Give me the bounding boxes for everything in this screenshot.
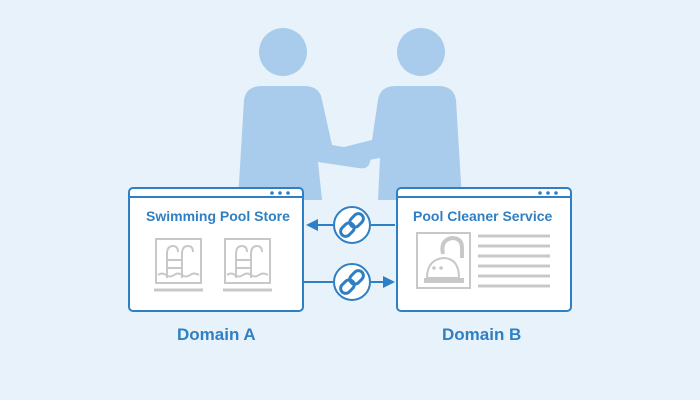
domain-b-label: Domain B bbox=[442, 325, 522, 344]
window-b-title: Pool Cleaner Service bbox=[413, 208, 553, 224]
pool-ladder-icon bbox=[155, 238, 202, 284]
person-right-icon bbox=[333, 28, 462, 200]
link-arrow-b-to-a bbox=[306, 206, 395, 244]
person-left-icon bbox=[238, 28, 371, 200]
window-a bbox=[128, 187, 304, 312]
chain-link-icon bbox=[339, 269, 365, 295]
domain-a-label: Domain A bbox=[177, 325, 256, 344]
window-b bbox=[396, 187, 572, 312]
chain-link-icon bbox=[339, 212, 365, 238]
link-arrow-a-to-b bbox=[303, 263, 395, 301]
window-a-title: Swimming Pool Store bbox=[146, 208, 290, 224]
pool-ladder-icon bbox=[224, 238, 271, 284]
text-lines bbox=[478, 234, 550, 288]
pool-cleaner-robot-icon bbox=[416, 232, 471, 289]
